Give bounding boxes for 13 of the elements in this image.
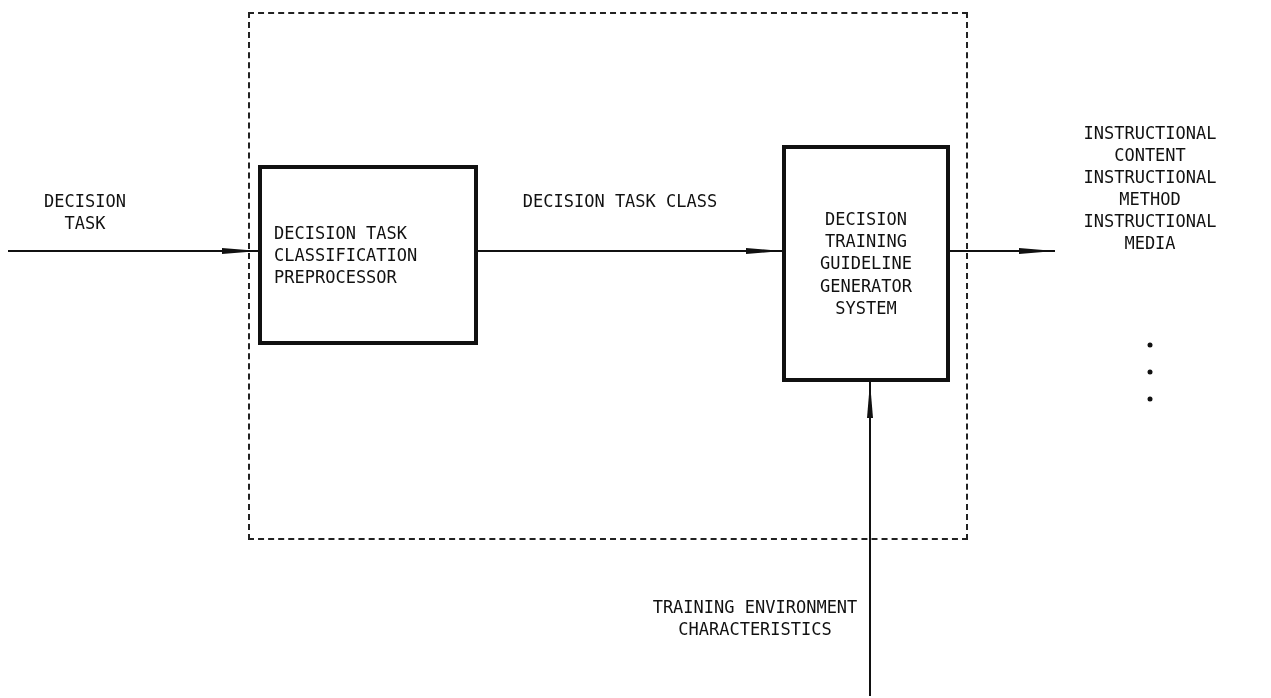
- io-label: INSTRUCTIONAL CONTENT: [1082, 122, 1218, 167]
- io-label: INSTRUCTIONAL METHOD: [1082, 166, 1218, 211]
- box-label: DECISION TRAINING GUIDELINE GENERATOR SYSTEM: [818, 208, 914, 319]
- io-label: INSTRUCTIONAL MEDIA: [1082, 210, 1218, 255]
- process-box: [258, 165, 478, 345]
- arrow: [7, 248, 259, 254]
- arrow: [949, 248, 1056, 254]
- box-label: DECISION TASK CLASSIFICATION PREPROCESSOR: [274, 221, 419, 289]
- arrow: [867, 381, 873, 697]
- process-box: [782, 145, 950, 382]
- io-label: TRAINING ENVIRONMENT CHARACTERISTICS: [651, 596, 859, 641]
- arrow: [477, 248, 783, 254]
- dashed-boundary-box: [248, 12, 968, 540]
